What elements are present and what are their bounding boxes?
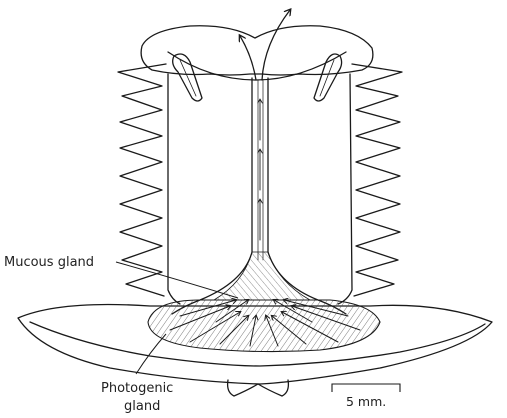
outflow-arrow-right (262, 10, 290, 80)
right-slot (314, 54, 342, 101)
right-body-column (338, 74, 352, 304)
left-serrated-fringe (118, 64, 166, 296)
photogenic-gland-label-line1: Photogenic (101, 381, 173, 396)
photogenic-gland-label-line2: gland (124, 399, 160, 414)
scale-label: 5 mm. (346, 394, 386, 409)
mucous-gland-label: Mucous gland (4, 255, 94, 270)
mucous-gland-region (214, 252, 310, 300)
head-outline (141, 26, 373, 75)
left-body-column (168, 74, 180, 304)
photogenic-gland-region (148, 300, 380, 352)
right-serrated-fringe (352, 64, 402, 296)
scale-bar (332, 384, 400, 392)
left-slot (173, 54, 202, 101)
mucous-gland-leader (116, 262, 238, 298)
